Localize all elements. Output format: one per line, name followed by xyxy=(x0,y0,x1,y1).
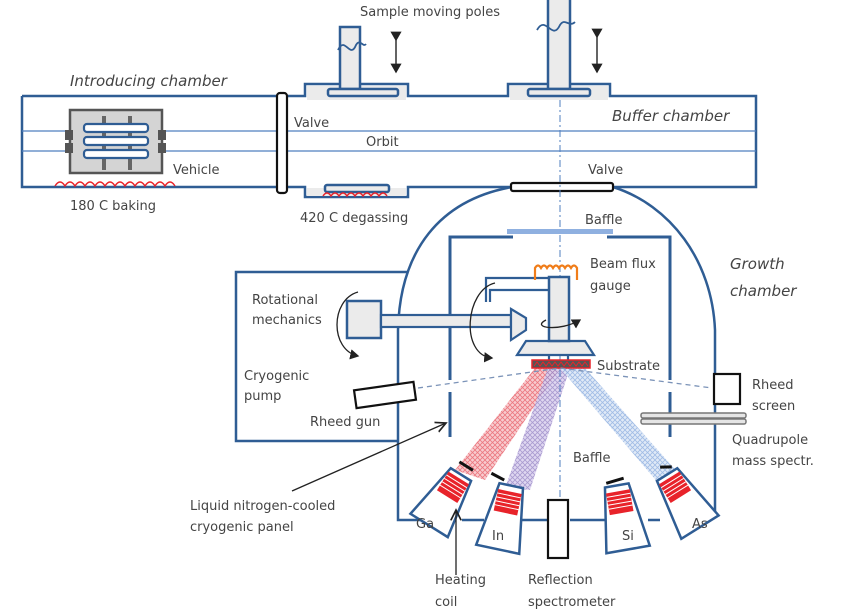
rheed-beam-path xyxy=(417,367,713,389)
cryogenic-panel xyxy=(448,229,672,437)
rotation-arrow-icon xyxy=(336,291,360,360)
label-beam-flux-gauge-1: Beam flux xyxy=(590,257,656,272)
label-rheed-screen-1: Rheed xyxy=(752,378,794,393)
quadrupole-mass-spectrometer xyxy=(640,412,747,425)
molecular-beams xyxy=(455,368,680,490)
effusion-cell-ga xyxy=(408,460,474,539)
rheed-gun xyxy=(352,380,418,410)
label-cryogenic-pump-2: pump xyxy=(244,389,281,404)
label-cell-ga: Ga xyxy=(416,517,434,532)
label-sample-moving-poles: Sample moving poles xyxy=(360,5,500,20)
rheed-screen xyxy=(712,372,742,406)
beam-as xyxy=(560,368,680,485)
label-ln2-panel-1: Liquid nitrogen-cooled xyxy=(190,499,335,514)
buffer-chamber xyxy=(288,82,758,199)
beam-in xyxy=(505,368,570,490)
reflection-spectrometer xyxy=(546,498,570,560)
label-rotational-mechanics-2: mechanics xyxy=(252,313,322,328)
label-rotational-mechanics-1: Rotational xyxy=(252,293,318,308)
ln2-panel-leader xyxy=(291,423,446,492)
sample-moving-pole-left xyxy=(326,25,402,98)
effusion-cell-as xyxy=(655,465,721,541)
label-valve-bottom: Valve xyxy=(588,163,623,178)
valve-gate-left xyxy=(275,91,289,195)
label-reflection-2: spectrometer xyxy=(528,595,616,610)
label-baking: 180 C baking xyxy=(70,199,156,214)
rotation-arrow-icon xyxy=(540,319,582,329)
beam-ga xyxy=(455,368,560,480)
label-heating-coil-1: Heating xyxy=(435,573,486,588)
effusion-cell-in xyxy=(474,471,525,556)
rotation-arrow-icon xyxy=(469,282,496,363)
label-qms-2: mass spectr. xyxy=(732,454,814,469)
baffle-top xyxy=(507,229,613,234)
valve-gate-bottom xyxy=(509,181,615,193)
label-baffle-top: Baffle xyxy=(585,213,622,228)
label-reflection-1: Reflection xyxy=(528,573,593,588)
label-valve-left: Valve xyxy=(294,116,329,131)
label-introducing-chamber: Introducing chamber xyxy=(70,72,228,90)
label-beam-flux-gauge-2: gauge xyxy=(590,279,631,294)
label-rheed-gun: Rheed gun xyxy=(310,415,380,430)
label-qms-1: Quadrupole xyxy=(732,433,808,448)
manipulator xyxy=(336,264,597,369)
label-degassing: 420 C degassing xyxy=(300,211,408,226)
label-heating-coil-2: coil xyxy=(435,595,457,610)
label-cryogenic-pump-1: Cryogenic xyxy=(244,369,309,384)
label-substrate: Substrate xyxy=(597,359,660,374)
beam-flux-gauge xyxy=(533,264,579,280)
sample-moving-pole-right xyxy=(526,0,603,98)
degassing-stage xyxy=(323,183,391,194)
label-rheed-screen-2: screen xyxy=(752,399,795,414)
label-cell-in: In xyxy=(492,529,504,544)
baking-heater xyxy=(54,181,176,188)
label-orbit: Orbit xyxy=(366,135,399,150)
label-vehicle: Vehicle xyxy=(173,163,220,178)
label-growth-chamber-2: chamber xyxy=(730,282,797,300)
label-baffle-bottom: Baffle xyxy=(573,451,610,466)
label-ln2-panel-2: cryogenic panel xyxy=(190,520,294,535)
label-cell-as: As xyxy=(692,517,708,532)
label-growth-chamber-1: Growth xyxy=(730,255,785,273)
degassing-heater xyxy=(322,192,388,198)
label-buffer-chamber: Buffer chamber xyxy=(612,107,730,125)
effusion-cell-si xyxy=(603,476,652,555)
vehicle xyxy=(65,108,166,175)
label-cell-si: Si xyxy=(622,529,634,544)
